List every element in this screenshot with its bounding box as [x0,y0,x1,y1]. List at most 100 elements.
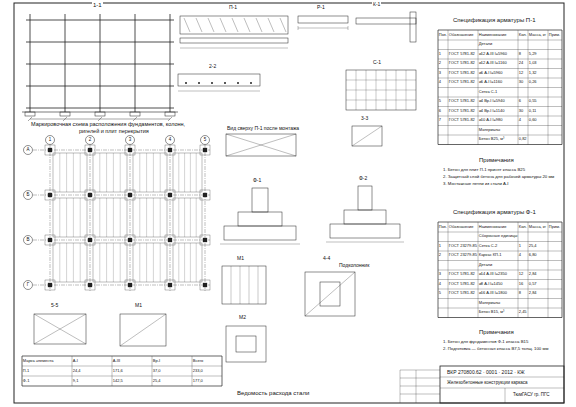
table-cell: 37,0 [153,369,161,374]
stroke [99,153,100,192]
outline [178,74,260,86]
outline [45,190,55,200]
table-cell: ГОСТ 23279-85 [449,253,477,258]
stroke [448,30,449,145]
outline [168,148,172,152]
drawing-label: Ф-2 [358,176,368,182]
stroke [184,243,185,282]
outline [344,210,386,224]
drawing-label: Примечания [478,329,515,336]
table-cell: А-III [113,359,120,364]
drawing-label: Вид сверху П-1 после монтажа [226,126,300,132]
axis-mark: 1 [49,137,52,142]
stroke [113,198,114,237]
stroke [208,18,214,32]
outline [48,283,52,287]
stroke [59,153,60,192]
axis-circle [24,236,33,245]
table-cell: 3 [439,272,441,277]
outline [352,126,382,146]
stroke [33,240,210,241]
table-cell: Ф-1 [23,379,30,384]
stroke [90,145,91,292]
stroke [438,40,562,41]
table-cell: 0,55 [529,99,537,104]
table-cell: ⌀10 А-I l=980 [479,118,503,123]
outline [410,12,416,42]
table-cell: Кол. [519,33,527,38]
outline [200,190,210,200]
stroke [170,14,171,112]
drawing-label: 2-2 [208,64,217,70]
table-cell: 177,0 [193,379,203,384]
table-cell: 7 [439,118,441,123]
table-cell: 2,84 [529,291,537,296]
stroke [438,232,562,233]
table-cell: 6,80 [529,253,537,258]
outline [14,3,564,403]
rebar-dot [250,82,252,84]
outline [53,243,87,282]
table-cell: 1,32 [529,71,537,76]
stroke [438,144,562,145]
outline [226,326,266,362]
stroke [66,198,67,237]
outline [85,280,95,290]
axis-mark: Б [27,192,30,197]
stroke [438,317,562,318]
table-cell: Прим. [549,225,560,230]
stroke [106,243,107,282]
stroke [205,145,206,292]
table-cell: Наименование [479,33,507,38]
stroke [120,243,121,282]
stroke [180,48,288,49]
outline [165,112,175,116]
axis-circle [201,136,210,145]
stroke [528,30,529,145]
outline [168,193,172,197]
table-cell: ГОСТ 5781-82 [449,80,475,85]
outline [168,283,172,287]
stroke [505,388,506,403]
table-cell: 25,4 [153,379,161,384]
table-cell: 1 [439,244,441,249]
stroke [400,378,440,379]
outline [203,283,207,287]
stroke [232,18,238,32]
outline [165,145,175,155]
outline [173,153,202,192]
stroke [106,198,107,237]
stroke [196,153,197,192]
outline [238,212,282,226]
stroke [139,243,140,282]
outline [34,314,86,344]
table-cell: 24 [519,61,523,66]
outline [200,145,210,155]
outline [88,238,92,242]
table-cell: Обозначение [449,225,474,230]
outline [165,190,175,200]
stroke [178,243,179,282]
drawing-label: Сборочные единицы [479,234,518,239]
stroke [22,112,178,113]
outline [128,193,132,197]
outline [85,190,95,200]
stroke [120,198,121,237]
stroke [326,242,404,243]
table-cell: ⌀12 А-III l=1160 [479,61,507,66]
outline [88,148,92,152]
drawing-label: ТюмГАСУ гр. ПГС [512,392,551,397]
table-cell: Вр-I [153,359,160,364]
stroke [196,198,197,237]
stroke [400,394,440,395]
stroke [73,198,74,237]
stroke [438,222,562,223]
drawing-label: 3-3 [360,116,369,122]
drawing-label: С-1 [372,60,382,66]
table-cell: 4 [439,282,441,287]
stroke [113,153,114,192]
table-cell: 1 [519,244,521,249]
stroke [268,18,274,32]
stroke [196,18,202,32]
outline [356,18,416,24]
